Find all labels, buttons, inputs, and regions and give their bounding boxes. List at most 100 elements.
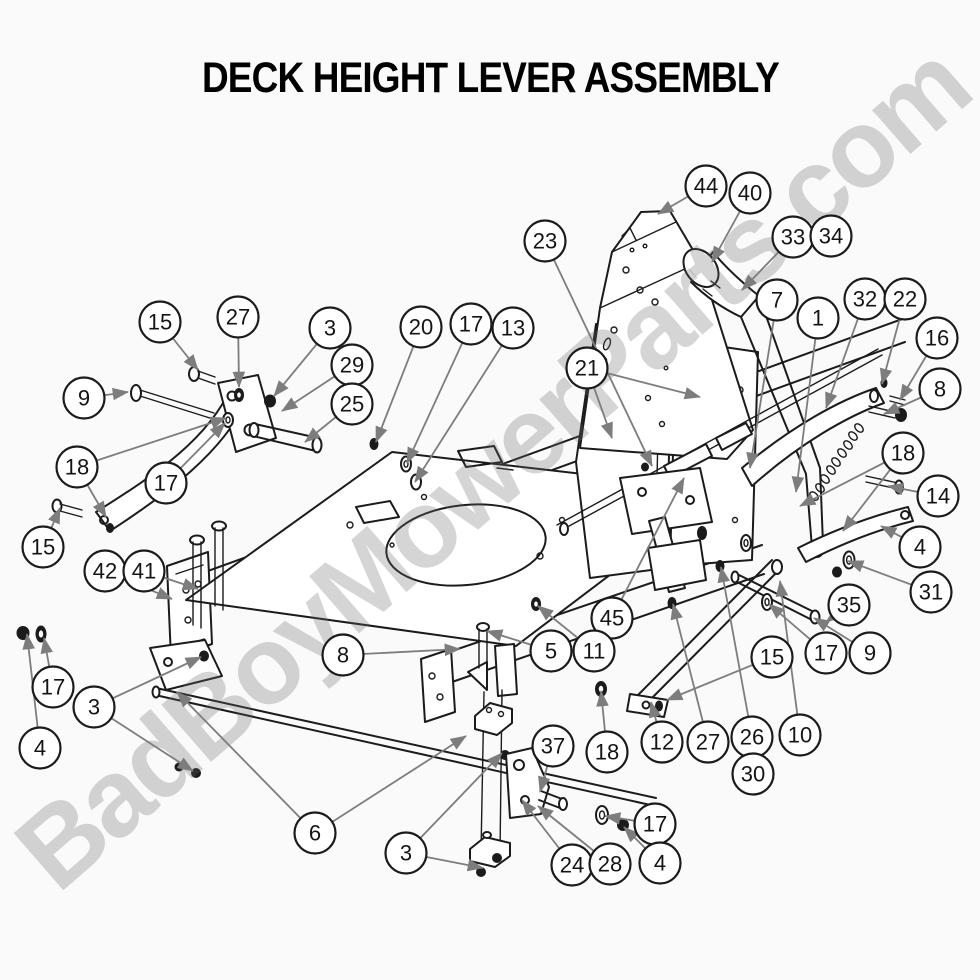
callout-number: 1 [812, 306, 824, 331]
callout-number: 15 [760, 645, 784, 670]
callout-number: 9 [864, 641, 876, 666]
callout-balloon [755, 278, 799, 322]
callout-number: 17 [643, 812, 667, 837]
callout-number: 21 [575, 356, 599, 381]
callout-27: 27 [686, 720, 730, 764]
callout-3: 3 [72, 685, 116, 729]
callout-3: 3 [308, 306, 352, 350]
callout-balloon [848, 631, 892, 675]
callout-26: 26 [730, 715, 774, 759]
callout-number: 40 [738, 181, 762, 206]
callout-balloon [883, 277, 927, 321]
callout-number: 15 [148, 310, 172, 335]
callout-24: 24 [550, 843, 594, 887]
callout-number: 3 [88, 695, 100, 720]
callout-15: 15 [750, 635, 794, 679]
cross-rod [151, 685, 657, 807]
callout-9: 9 [848, 631, 892, 675]
callout-balloon [529, 629, 573, 673]
callout-balloon [588, 842, 632, 886]
callout-balloon [449, 302, 493, 346]
callout-40: 40 [728, 171, 772, 215]
callout-balloon [491, 306, 535, 350]
callout-balloon [308, 306, 352, 350]
leader-line-18 [76, 416, 227, 468]
callout-number: 5 [545, 639, 557, 664]
leader-line-6 [314, 735, 467, 834]
callout-45: 45 [590, 596, 634, 640]
callout-number: 11 [583, 639, 606, 664]
callout-14: 14 [916, 474, 960, 518]
callout-number: 3 [324, 316, 336, 341]
callout-balloon [881, 431, 925, 475]
callout-balloon [72, 685, 116, 729]
callout-number: 18 [595, 740, 619, 765]
callout-8: 8 [918, 367, 962, 411]
callout-29: 29 [330, 343, 374, 387]
callout-11: 11 [572, 629, 616, 673]
callout-number: 30 [741, 762, 765, 787]
callout-17: 17 [804, 631, 848, 675]
callout-32: 32 [843, 277, 887, 321]
callout-balloon [916, 474, 960, 518]
callout-25: 25 [330, 382, 374, 426]
callout-35: 35 [827, 583, 871, 627]
callout-15: 15 [138, 300, 182, 344]
callout-balloon [686, 720, 730, 764]
callout-number: 22 [893, 287, 917, 312]
callout-balloon [330, 382, 374, 426]
callout-27: 27 [216, 295, 260, 339]
callout-balloon [827, 583, 871, 627]
leader-line-45 [611, 477, 685, 619]
callout-22: 22 [883, 277, 927, 321]
callout-balloon [531, 724, 575, 768]
callout-10: 10 [778, 713, 822, 757]
callout-41: 41 [122, 549, 166, 593]
callout-21: 21 [565, 346, 609, 390]
callout-balloon [523, 219, 567, 263]
callout-23: 23 [523, 219, 567, 263]
callout-balloon [918, 367, 962, 411]
leader-line-1 [791, 317, 819, 493]
callout-33: 33 [771, 215, 815, 259]
callout-balloon [909, 570, 953, 614]
callout-number: 8 [934, 377, 946, 402]
callout-number: 34 [819, 224, 843, 249]
callout-18: 18 [585, 730, 629, 774]
callout-number: 17 [154, 471, 178, 496]
callout-balloon [796, 296, 840, 340]
callout-balloon [384, 831, 428, 875]
callout-8: 8 [321, 633, 365, 677]
callout-15: 15 [21, 525, 65, 569]
callout-number: 17 [41, 675, 65, 700]
callout-31: 31 [909, 570, 953, 614]
leader-line-3 [405, 752, 503, 854]
callout-number: 20 [409, 315, 433, 340]
callout-17: 17 [31, 665, 75, 709]
leader-line-17 [406, 323, 472, 464]
callout-4: 4 [898, 525, 942, 569]
leader-line-27 [670, 603, 709, 743]
callout-17: 17 [449, 302, 493, 346]
callout-number: 29 [340, 353, 364, 378]
callout-number: 32 [853, 287, 877, 312]
callout-number: 33 [781, 225, 805, 250]
callout-balloon [18, 726, 62, 770]
callout-number: 4 [34, 736, 46, 761]
leader-line-6 [176, 691, 316, 834]
callout-balloon [804, 631, 848, 675]
callout-number: 28 [598, 852, 622, 877]
callout-balloon [55, 445, 99, 489]
callout-4: 4 [18, 726, 62, 770]
callout-number: 45 [600, 606, 624, 631]
callout-balloon [590, 596, 634, 640]
callout-17: 17 [144, 461, 188, 505]
callout-balloon [31, 665, 75, 709]
callout-balloon [122, 549, 166, 593]
callout-balloon [62, 376, 106, 420]
callout-balloon [293, 811, 337, 855]
callout-number: 37 [541, 734, 565, 759]
callout-16: 16 [915, 316, 959, 360]
